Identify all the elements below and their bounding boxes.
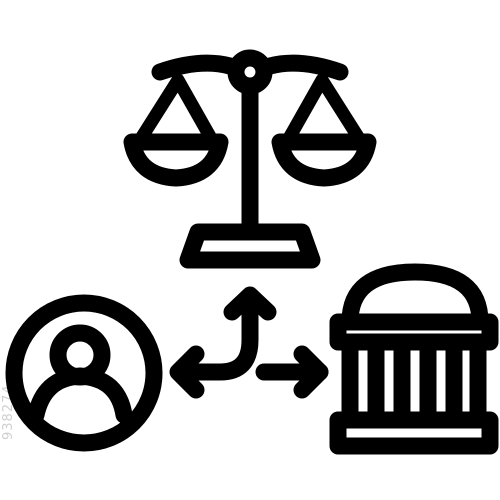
arrow-right-head (293, 345, 329, 399)
arrow-up-head (223, 286, 277, 321)
bank-dome (341, 263, 489, 331)
bank-icon (329, 263, 499, 455)
three-way-arrow-icon (169, 286, 329, 399)
scale-icon (123, 49, 377, 269)
arrow-left-head (169, 345, 205, 399)
scale-right-pan (271, 133, 377, 187)
user-icon (5, 294, 163, 452)
user-ring (5, 294, 163, 452)
scale-right-strings (281, 73, 367, 147)
arrow-up-path (173, 293, 259, 381)
scale-left-strings (133, 73, 219, 147)
scale-beam (151, 54, 349, 81)
scale-left-pan (123, 133, 229, 187)
user-body (27, 367, 133, 424)
scale-base (179, 223, 321, 269)
bank-base (329, 411, 499, 455)
